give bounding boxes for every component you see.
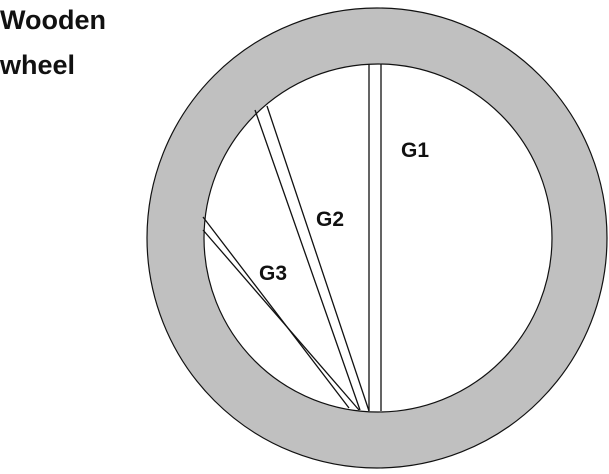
strip-g3	[202, 216, 360, 411]
strip-g2	[254, 105, 370, 412]
label-g2: G2	[316, 208, 344, 231]
title-line-1: Wooden	[0, 5, 106, 35]
title-line-2: wheel	[0, 50, 76, 80]
strip-g1	[368, 64, 382, 411]
inner-disc	[203, 63, 553, 413]
diagram-title: Wooden wheel	[0, 0, 106, 88]
label-g1: G1	[401, 139, 429, 162]
label-g3: G3	[259, 262, 287, 285]
